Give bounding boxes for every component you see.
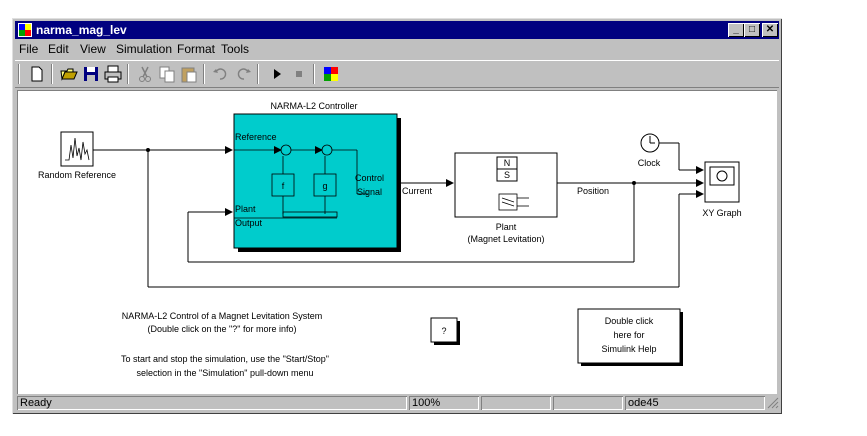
- status-cell-empty: [553, 396, 623, 410]
- zoom-level: 100%: [409, 396, 479, 410]
- controller-signal-port: Signal: [357, 187, 382, 197]
- f-block-label: f: [282, 181, 285, 191]
- block-diagram: Random Reference NARMA-L2 Controller: [38, 101, 742, 378]
- copy-icon[interactable]: [157, 64, 177, 84]
- menu-format[interactable]: Format: [177, 42, 216, 56]
- xy-graph-block[interactable]: [704, 161, 740, 203]
- model-canvas[interactable]: Random Reference NARMA-L2 Controller: [17, 90, 777, 394]
- magnet-south: [496, 168, 518, 182]
- menu-bar: File Edit View Simulation Format Tools: [15, 40, 779, 58]
- g-block-label: g: [322, 181, 327, 191]
- stop-icon[interactable]: [289, 64, 309, 84]
- solver-name: ode45: [625, 396, 765, 410]
- plant-sublabel: (Magnet Levitation): [467, 234, 544, 244]
- new-icon[interactable]: [27, 64, 47, 84]
- clock-icon[interactable]: [640, 133, 660, 153]
- controller-control-port: Control: [355, 173, 384, 183]
- help-line1: Double click: [605, 316, 654, 326]
- info-question-mark: ?: [441, 326, 446, 336]
- status-bar: Ready 100% ode45: [15, 395, 779, 412]
- print-icon[interactable]: [103, 64, 123, 84]
- note-subtitle: (Double click on the "?" for more info): [148, 324, 297, 334]
- start-icon[interactable]: [267, 64, 287, 84]
- cut-icon[interactable]: [135, 64, 155, 84]
- toolbar-separator: [257, 64, 259, 84]
- coil-icon: [498, 193, 529, 211]
- controller-reference-port: Reference: [235, 132, 277, 142]
- paste-icon[interactable]: [179, 64, 199, 84]
- menu-view[interactable]: View: [80, 42, 106, 56]
- note-start-line1: To start and stop the simulation, use th…: [121, 354, 329, 364]
- controller-internals: [234, 144, 368, 219]
- toolbar-separator: [51, 64, 53, 84]
- branch-point: [146, 148, 150, 152]
- undo-icon[interactable]: [211, 64, 231, 84]
- simulink-app-icon: [18, 23, 32, 37]
- magnet-s-label: S: [504, 170, 510, 180]
- close-button[interactable]: ✕: [762, 23, 778, 37]
- simulink-window: narma_mag_lev _ □ ✕ File Edit View Simul…: [12, 18, 782, 414]
- current-signal-label: Current: [402, 186, 433, 196]
- clock-label: Clock: [638, 158, 661, 168]
- plant-label: Plant: [496, 222, 517, 232]
- library-browser-icon[interactable]: [321, 64, 341, 84]
- branch-point: [632, 181, 636, 185]
- toolbar-grip: [18, 64, 20, 84]
- resize-grip-icon[interactable]: [767, 397, 779, 409]
- signal-lines: [93, 142, 704, 288]
- help-line3: Simulink Help: [601, 344, 656, 354]
- status-text: Ready: [17, 396, 407, 410]
- menu-edit[interactable]: Edit: [48, 42, 69, 56]
- note-title: NARMA-L2 Control of a Magnet Levitation …: [122, 311, 323, 321]
- toolbar-separator: [203, 64, 205, 84]
- simulink-help-block[interactable]: [577, 308, 681, 364]
- title-bar[interactable]: narma_mag_lev _ □ ✕: [15, 21, 779, 39]
- magnet-n-label: N: [504, 158, 511, 168]
- window-title: narma_mag_lev: [36, 23, 127, 37]
- xy-graph-label: XY Graph: [702, 208, 741, 218]
- save-icon[interactable]: [81, 64, 101, 84]
- open-icon[interactable]: [59, 64, 79, 84]
- random-reference-block[interactable]: [60, 131, 94, 167]
- note-start-line2: selection in the "Simulation" pull-down …: [137, 368, 314, 378]
- status-cell-empty: [481, 396, 551, 410]
- position-signal-label: Position: [577, 186, 609, 196]
- menu-file[interactable]: File: [19, 42, 39, 56]
- controller-output-port: Output: [235, 218, 263, 228]
- redo-icon[interactable]: [233, 64, 253, 84]
- menu-simulation[interactable]: Simulation: [116, 42, 173, 56]
- toolbar: [15, 60, 779, 88]
- controller-title: NARMA-L2 Controller: [270, 101, 357, 111]
- info-block[interactable]: [430, 317, 458, 343]
- controller-plant-port: Plant: [235, 204, 256, 214]
- maximize-button[interactable]: □: [744, 23, 760, 37]
- random-reference-label: Random Reference: [38, 170, 116, 180]
- help-line2: here for: [613, 330, 644, 340]
- menu-tools[interactable]: Tools: [221, 42, 250, 56]
- toolbar-separator: [313, 64, 315, 84]
- minimize-button[interactable]: _: [728, 23, 744, 37]
- toolbar-separator: [127, 64, 129, 84]
